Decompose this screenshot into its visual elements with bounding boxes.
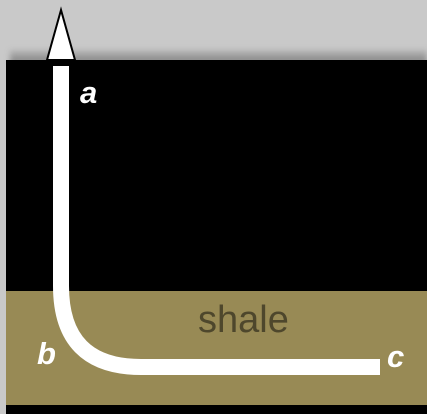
well-bore-path <box>53 66 380 375</box>
point-label-a: a <box>80 75 98 110</box>
point-label-b: b <box>37 336 56 371</box>
shale-label: shale <box>198 299 289 341</box>
derrick-icon <box>45 6 77 61</box>
point-label-c: c <box>387 339 405 374</box>
